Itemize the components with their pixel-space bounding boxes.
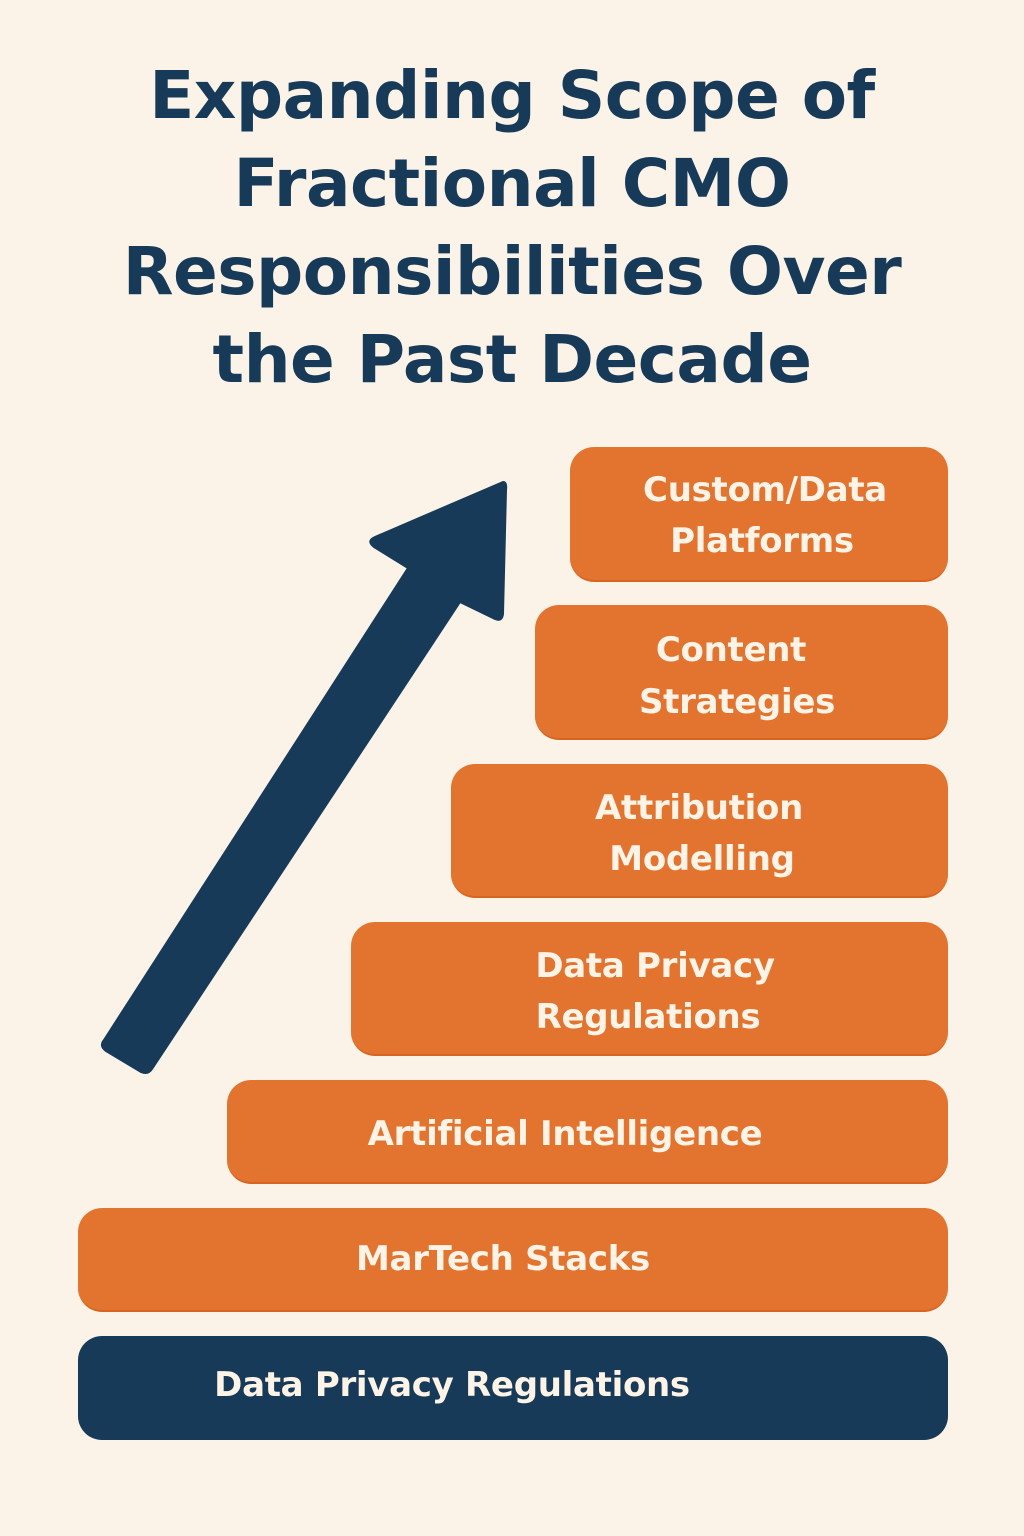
step-label-line: Artificial Intelligence — [367, 1114, 763, 1154]
step-label-line: Modelling — [609, 839, 795, 879]
title-line-1: Expanding Scope of — [149, 57, 875, 134]
step-label-line: MarTech Stacks — [356, 1239, 650, 1279]
step-label-line: Custom/Data — [643, 470, 887, 510]
step-box-martech-stacks: MarTech Stacks — [78, 1208, 948, 1312]
step-box-artificial-intelligence: Artificial Intelligence — [227, 1080, 948, 1184]
step-label-line: Regulations — [535, 997, 761, 1037]
step-box-data-privacy-regulations-base: Data Privacy Regulations — [78, 1336, 948, 1440]
step-label-line: Data Privacy Regulations — [214, 1365, 690, 1405]
title-line-3: Responsibilities Over — [122, 233, 902, 310]
step-label-line: Platforms — [670, 521, 854, 561]
step-label-line: Attribution — [595, 788, 803, 828]
step-box-customer-data-platforms: Custom/Data Platforms — [570, 447, 948, 582]
page-title: Expanding Scope of Fractional CMO Respon… — [0, 52, 1024, 404]
step-box-data-privacy-regulations: Data Privacy Regulations — [351, 922, 948, 1056]
step-box-content-strategies: Content Strategies — [535, 605, 948, 740]
title-line-2: Fractional CMO — [233, 145, 791, 222]
title-line-4: the Past Decade — [212, 321, 812, 398]
step-box-attribution-modelling: Attribution Modelling — [451, 764, 948, 898]
step-label-line: Strategies — [638, 682, 836, 722]
step-label-line: Data Privacy — [535, 946, 775, 986]
step-label-line: Content — [655, 630, 807, 670]
